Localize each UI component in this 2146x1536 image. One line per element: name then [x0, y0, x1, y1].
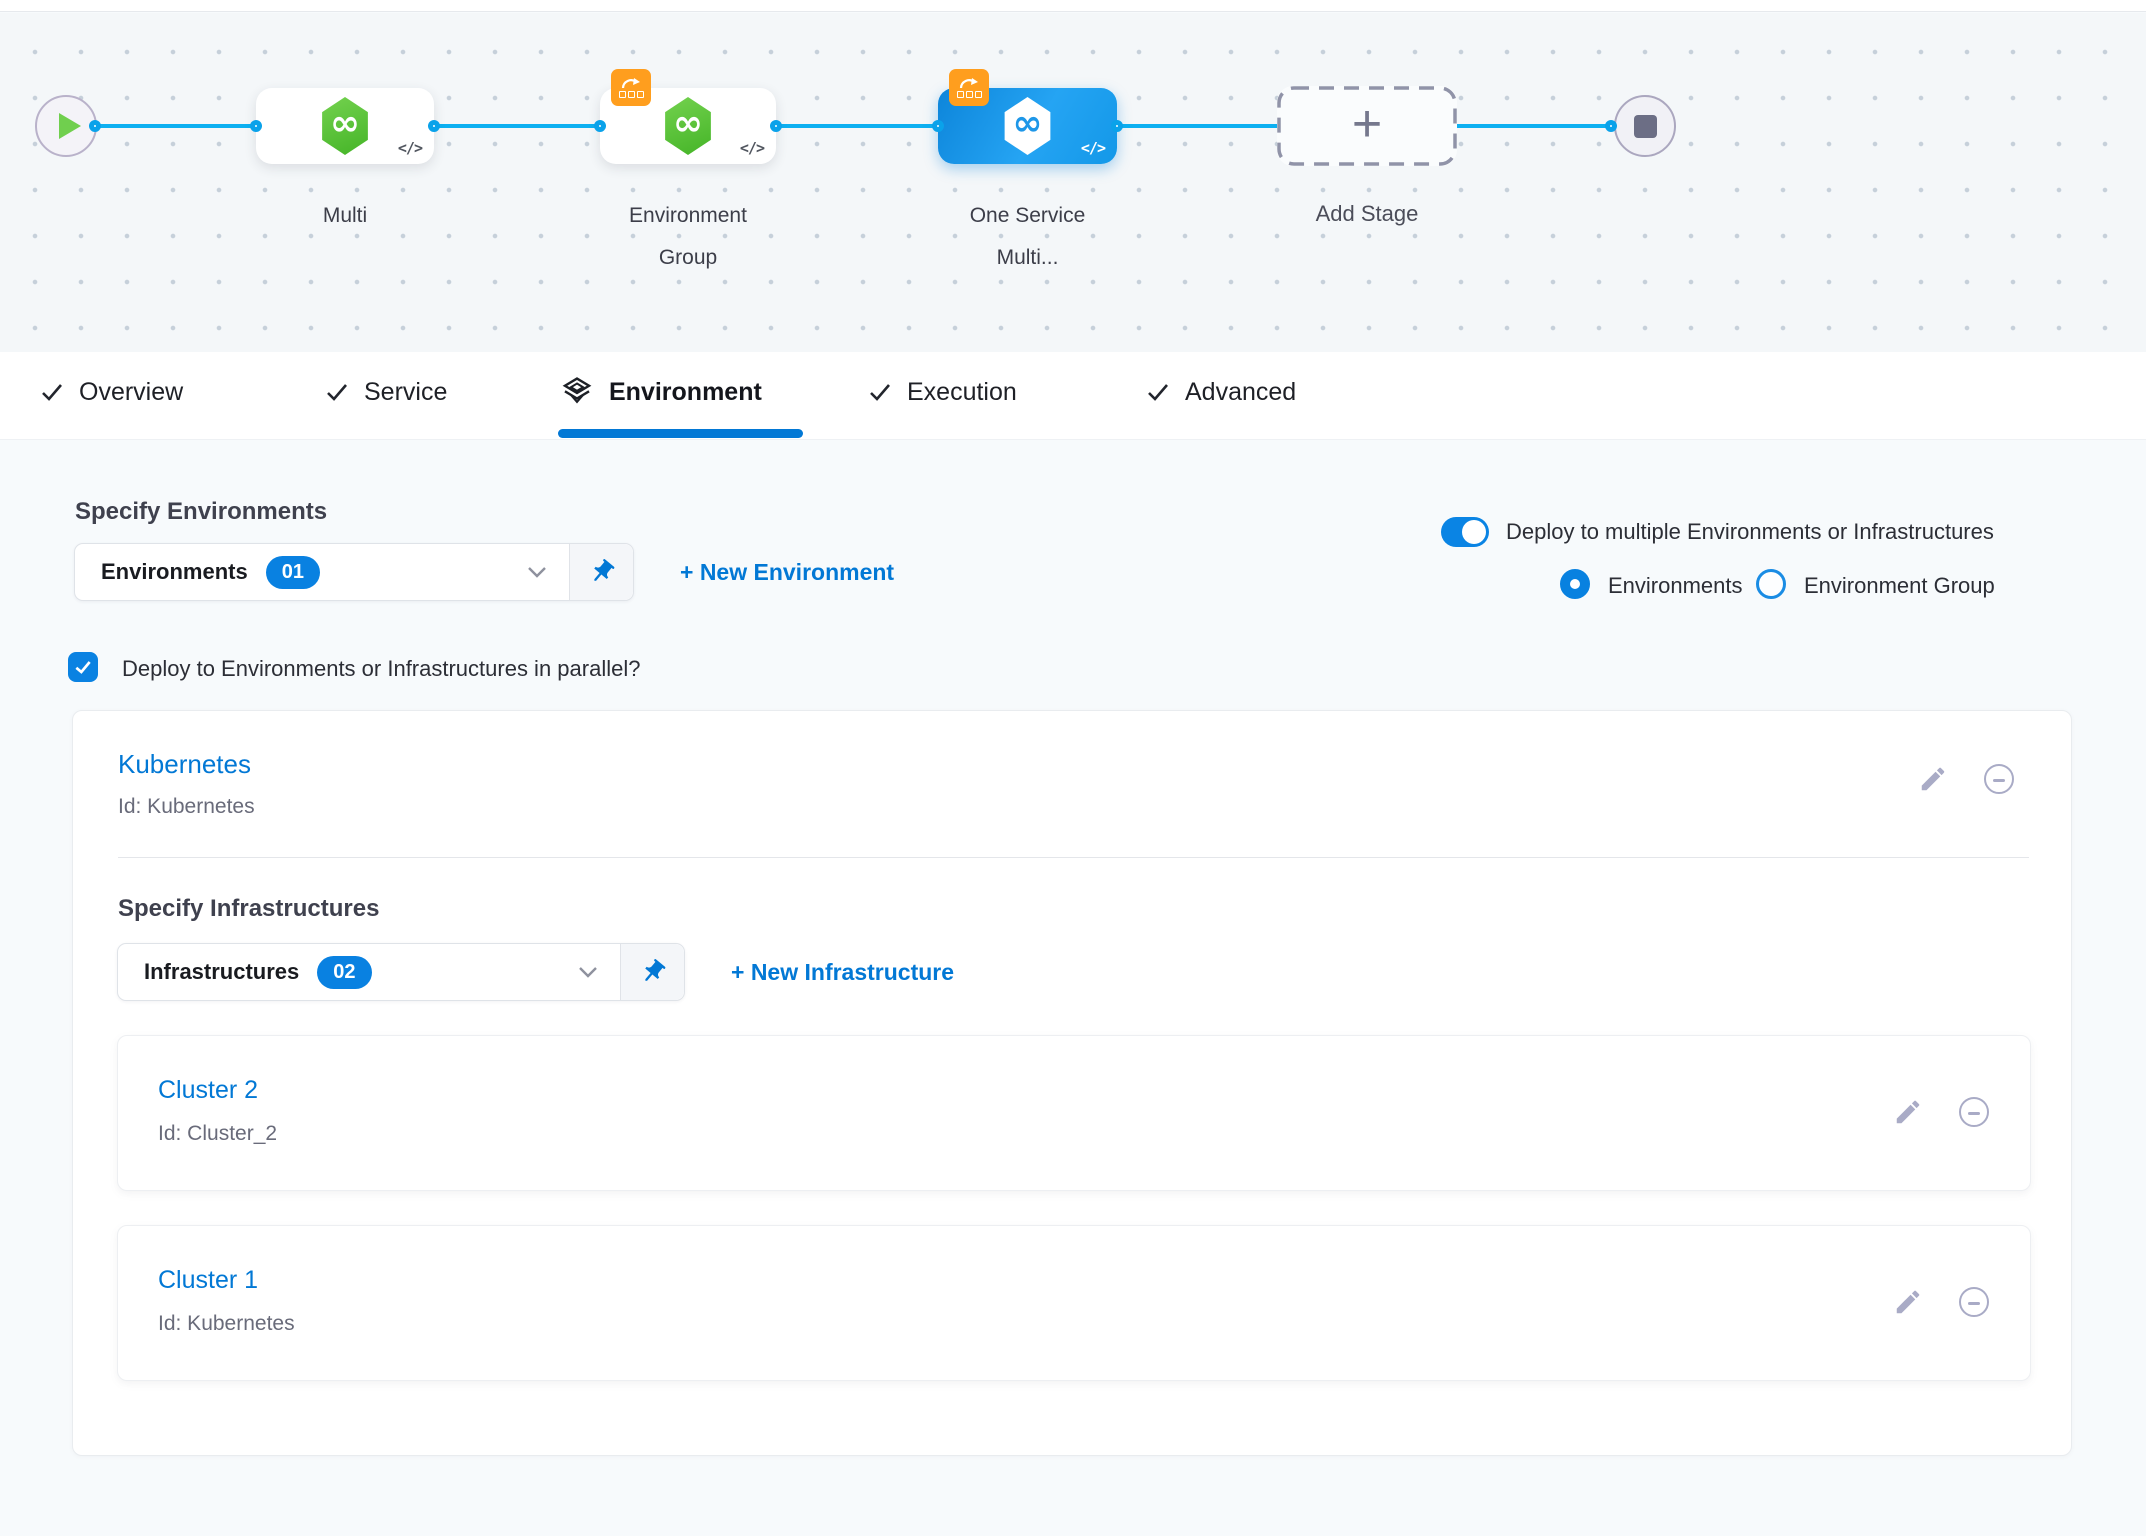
service-hexagon-icon: ∞ — [662, 97, 714, 155]
add-stage-button[interactable]: + — [1277, 86, 1457, 166]
code-glyph: </> — [398, 139, 422, 157]
tab-service[interactable]: Service — [325, 352, 447, 432]
pencil-icon — [1918, 764, 1948, 794]
check-icon — [325, 380, 349, 404]
infrastructure-name-link[interactable]: Cluster 1 — [158, 1266, 258, 1295]
divider — [118, 857, 2029, 858]
parallel-checkbox-label: Deploy to Environments or Infrastructure… — [122, 656, 640, 682]
harness-infinity-icon: ∞ — [330, 106, 360, 142]
radio-environment-group[interactable] — [1756, 569, 1786, 599]
minus-circle-icon — [1959, 1097, 1989, 1127]
specify-environments-label: Specify Environments — [75, 498, 327, 526]
infrastructure-card-cluster-2: Cluster 2 Id: Cluster_2 — [117, 1035, 2031, 1191]
service-hexagon-icon: ∞ — [1002, 97, 1054, 155]
stage-node-one-service-multi[interactable]: ∞ </> — [938, 88, 1117, 164]
connector-port — [1605, 120, 1617, 132]
remove-infrastructure-button[interactable] — [1958, 1096, 1990, 1128]
environments-count-badge: 01 — [266, 556, 320, 589]
connector-port — [770, 120, 782, 132]
infrastructures-count-badge: 02 — [317, 956, 371, 989]
remove-environment-button[interactable] — [1983, 763, 2015, 795]
environments-select[interactable]: Environments 01 — [74, 543, 634, 601]
connector-port — [1111, 120, 1123, 132]
pipeline-start-node[interactable] — [35, 95, 97, 157]
new-infrastructure-link[interactable]: + New Infrastructure — [731, 959, 954, 986]
check-icon — [1146, 380, 1170, 404]
connector-port — [594, 120, 606, 132]
tab-advanced[interactable]: Advanced — [1146, 352, 1296, 432]
specify-infrastructures-label: Specify Infrastructures — [118, 895, 379, 923]
check-icon — [73, 657, 93, 677]
infrastructure-id-text: Id: Cluster_2 — [158, 1122, 277, 1146]
minus-circle-icon — [1984, 764, 2014, 794]
radio-environments-label[interactable]: Environments — [1608, 573, 1743, 599]
pencil-icon — [1893, 1097, 1923, 1127]
play-icon — [59, 113, 81, 139]
chevron-down-icon — [578, 966, 598, 978]
connector-port — [250, 120, 262, 132]
pushpin-icon — [639, 958, 667, 986]
parallel-checkbox[interactable] — [68, 652, 98, 682]
connector-port — [89, 120, 101, 132]
infrastructures-select-value: Infrastructures — [144, 959, 299, 985]
stage-node-environment-group[interactable]: ∞ </> — [600, 88, 776, 164]
edit-infrastructure-button[interactable] — [1892, 1096, 1924, 1128]
top-strip — [0, 0, 2146, 12]
radio-environments[interactable] — [1560, 569, 1590, 599]
tab-execution[interactable]: Execution — [868, 352, 1017, 432]
stage-label-multi: Multi — [256, 195, 434, 237]
check-icon — [868, 380, 892, 404]
chevron-down-icon — [527, 566, 547, 578]
environment-stack-icon — [560, 375, 594, 409]
stop-icon — [1634, 115, 1657, 138]
pushpin-icon — [588, 558, 616, 586]
connector-port — [932, 120, 944, 132]
pin-infrastructures-button[interactable] — [620, 944, 684, 1000]
rollback-propagate-badge-icon — [949, 69, 989, 106]
stage-tabbar: Overview Service Environment Execution A… — [0, 352, 2146, 440]
radio-environment-group-label[interactable]: Environment Group — [1804, 573, 1995, 599]
code-glyph: </> — [740, 139, 764, 157]
harness-infinity-icon: ∞ — [1013, 106, 1043, 142]
deploy-multiple-toggle[interactable] — [1441, 517, 1489, 547]
new-environment-link[interactable]: + New Environment — [680, 559, 894, 586]
edit-infrastructure-button[interactable] — [1892, 1286, 1924, 1318]
add-stage-label: Add Stage — [1277, 193, 1457, 235]
pipeline-canvas[interactable]: ∞ </> ∞ </> ∞ </> + — [0, 13, 2146, 352]
harness-infinity-icon: ∞ — [673, 106, 703, 142]
pencil-icon — [1893, 1287, 1923, 1317]
environment-tab-content: Specify Environments Environments 01 + N… — [0, 440, 2146, 1536]
check-icon — [40, 380, 64, 404]
stage-label-one-service-multi: One Service Multi... — [938, 195, 1117, 279]
edit-environment-button[interactable] — [1917, 763, 1949, 795]
infrastructure-name-link[interactable]: Cluster 2 — [158, 1076, 258, 1105]
stage-node-multi[interactable]: ∞ </> — [256, 88, 434, 164]
environments-select-value: Environments — [101, 559, 248, 585]
minus-circle-icon — [1959, 1287, 1989, 1317]
tab-environment[interactable]: Environment — [560, 352, 762, 432]
pin-environments-button[interactable] — [569, 544, 633, 600]
dashed-border — [1277, 86, 1457, 166]
environment-card-kubernetes: Kubernetes Id: Kubernetes Specify Infras… — [72, 710, 2072, 1456]
tab-overview[interactable]: Overview — [40, 352, 183, 432]
toggle-knob — [1462, 520, 1486, 544]
stage-label-environment-group: Environment Group — [600, 195, 776, 279]
code-glyph: </> — [1081, 139, 1105, 157]
infrastructure-id-text: Id: Kubernetes — [158, 1312, 295, 1336]
active-tab-underline — [558, 429, 803, 438]
environment-name-link[interactable]: Kubernetes — [118, 749, 251, 780]
infrastructures-select[interactable]: Infrastructures 02 — [117, 943, 685, 1001]
deploy-multiple-label: Deploy to multiple Environments or Infra… — [1506, 519, 1994, 545]
connector-port — [428, 120, 440, 132]
remove-infrastructure-button[interactable] — [1958, 1286, 1990, 1318]
rollback-propagate-badge-icon — [611, 69, 651, 106]
infrastructure-card-cluster-1: Cluster 1 Id: Kubernetes — [117, 1225, 2031, 1381]
service-hexagon-icon: ∞ — [319, 97, 371, 155]
environment-id-text: Id: Kubernetes — [118, 795, 255, 819]
pipeline-end-node[interactable] — [1614, 95, 1676, 157]
